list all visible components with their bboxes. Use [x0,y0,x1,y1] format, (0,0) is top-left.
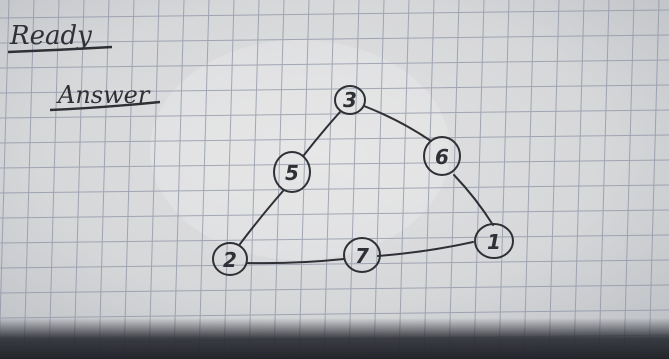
node-circle-top [334,85,366,115]
node-label-top: 3 [343,88,357,112]
grid-line-horizontal [0,9,669,19]
grid-line-vertical [223,0,235,359]
grid-line-vertical [123,0,135,359]
node-label-right-middle: 6 [435,145,449,169]
grid-line-vertical [173,0,185,359]
node-circle-bottom-right [474,223,514,259]
grid-line-vertical [473,0,485,359]
grid-line-vertical [273,0,285,359]
grid-line-vertical [498,0,510,359]
grid-line-vertical [398,0,410,359]
grid-line-vertical [148,0,160,359]
edge-bottom-left-to-bottom-middle [246,258,345,265]
heading-underline [7,45,113,54]
edge-top-to-right-middle [363,105,432,142]
edge-bottom-middle-to-bottom-right [377,241,474,257]
grid-line-horizontal [0,259,669,269]
grid-line-vertical [598,0,610,359]
grid-line-vertical [573,0,585,359]
grid-line-vertical [73,0,85,359]
grid-line-horizontal [0,134,669,144]
grid-line-vertical [0,0,10,342]
edge-right-middle-to-bottom-right [453,174,494,226]
bottom-dark-band [0,318,669,359]
node-circle-bottom-left [212,242,248,276]
grid-line-horizontal [0,159,669,169]
grid-line-vertical [623,0,635,359]
grid-line-horizontal [0,84,669,94]
node-circle-left-middle [273,151,311,193]
notes-heading: Ready [9,21,92,51]
background-ghost-shape [150,40,450,260]
grid-line-horizontal [0,234,669,244]
subheading-underline [49,100,161,112]
node-circle-right-middle [423,136,461,176]
grid-line-vertical [323,0,335,359]
grid-line-vertical [423,0,435,359]
grid-line-horizontal [0,284,669,294]
triangle-nodes [212,85,514,276]
grid-line-vertical [348,0,360,359]
edge-left-middle-to-bottom-left [239,190,284,245]
grid-line-vertical [198,0,210,359]
node-label-bottom-left: 2 [223,248,237,272]
edge-top-to-left-middle [303,111,341,156]
grid-line-vertical [373,0,385,359]
node-label-left-middle: 5 [285,161,299,185]
triangle-edges [239,105,494,265]
grid-line-horizontal [0,209,669,219]
node-label-bottom-middle: 7 [355,244,369,268]
grid-line-vertical [98,0,110,359]
grid-line-horizontal [0,59,669,69]
grid-line-vertical [23,0,35,359]
node-label-bottom-right: 1 [487,230,501,254]
grid-line-vertical [548,0,560,359]
grid-line-horizontal [0,184,669,194]
grid-line-horizontal [0,109,669,119]
grid-line-horizontal [0,34,669,44]
grid-line-vertical [523,0,535,359]
node-circle-bottom-middle [343,237,381,273]
grid-line-vertical [448,0,460,359]
grid-line-horizontal [0,309,669,319]
grid-line-vertical [298,0,310,359]
grid-line-vertical [48,0,60,359]
grid-line-vertical [248,0,260,359]
